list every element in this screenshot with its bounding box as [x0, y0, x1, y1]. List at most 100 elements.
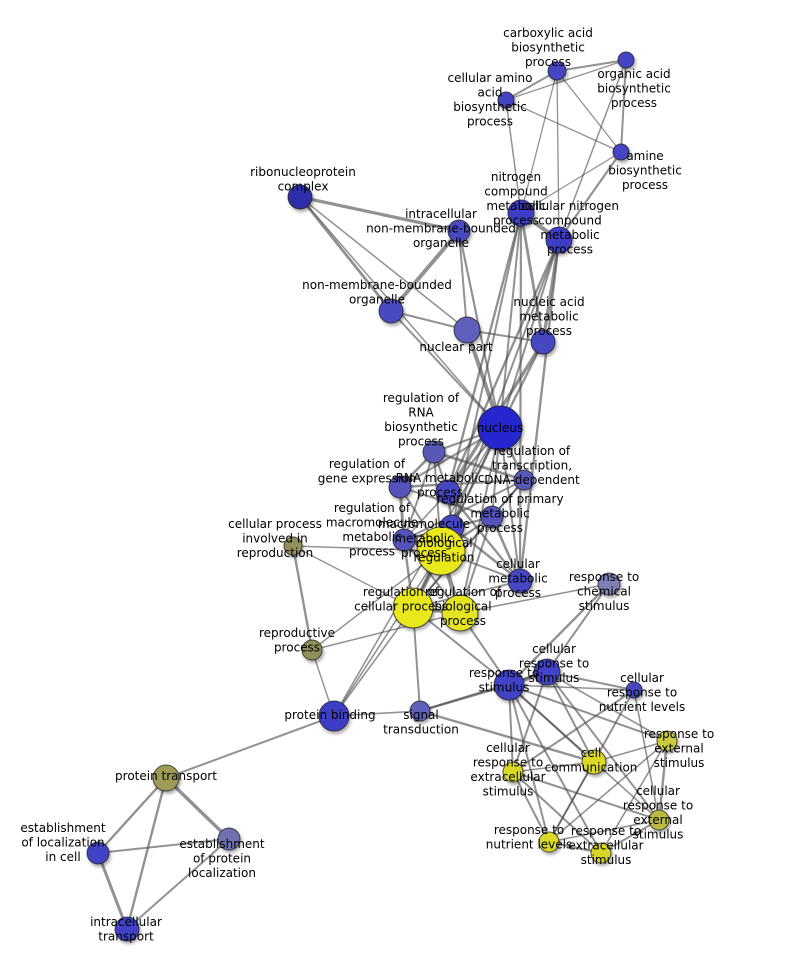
node-nitrogen[interactable]: nitrogen compound metabolic process	[507, 199, 535, 227]
node-cell_comm[interactable]: cell communication	[581, 749, 607, 775]
edge-organic-amine	[620, 59, 627, 153]
edge-cell_resp_nl-cell_resp_extr	[512, 689, 635, 773]
edge-resp_stim-resp_chem	[507, 582, 611, 687]
node-intra_trans[interactable]: intracellular transport	[114, 916, 140, 942]
edge-cpir-repro	[291, 544, 314, 652]
node-carboxylic[interactable]: carboxylic acid biosynthetic process	[547, 61, 567, 81]
node-nmbo[interactable]: non-membrane-bounded organelle	[378, 298, 404, 324]
edge-cell_resp_stim-cell_comm	[546, 671, 595, 763]
edge-organic-cell_amino	[505, 59, 627, 101]
edge-cell_resp_stim-cell_resp_nl	[546, 671, 635, 691]
node-resp_nl[interactable]: response to nutrient levels	[538, 831, 560, 853]
node-nucleus[interactable]: nucleus	[477, 405, 523, 451]
node-label-nuclear_part: nuclear part	[419, 340, 493, 354]
node-cell_amino[interactable]: cellular amino acid biosynthetic process	[497, 91, 515, 109]
node-resp_stim[interactable]: response to stimulus	[493, 669, 525, 701]
node-est_loc[interactable]: establishment of localization in cell	[86, 841, 110, 865]
edge-nitrogen-nucleus	[499, 212, 522, 429]
node-bio_reg[interactable]: biological regulation	[416, 526, 466, 576]
edges-layer	[96, 59, 669, 931]
node-cpir[interactable]: cellular process involved in reproductio…	[283, 536, 303, 556]
node-reg_mm[interactable]: regulation of macromolecule metabolic pr…	[392, 528, 416, 552]
edge-prot_trans-est_prot	[164, 776, 231, 841]
node-cell_nitrogen[interactable]: cellular nitrogen compound metabolic pro…	[545, 226, 573, 254]
edge-cell_comm-resp_ext	[593, 740, 668, 763]
edge-est_loc-intra_trans	[96, 851, 129, 931]
node-rnp[interactable]: ribonucleoprotein complex	[287, 184, 313, 210]
node-cell_resp_stim[interactable]: cellular response to stimulus	[533, 658, 561, 686]
node-cell_resp_ext[interactable]: cellular response to external stimulus	[648, 809, 670, 831]
edge-cell_amino-amine	[505, 99, 622, 153]
edge-reg_rna-reg_mm	[403, 451, 435, 541]
edge-cpir-reg_cp	[292, 545, 414, 609]
node-cell_resp_nl[interactable]: cellular response to nutrient levels	[625, 681, 643, 699]
node-amine[interactable]: amine biosynthetic process	[612, 143, 630, 161]
node-nam[interactable]: nucleic acid metabolic process	[530, 329, 556, 355]
node-intra_nmbo[interactable]: intracellular non-membrane-bounded organ…	[447, 219, 471, 243]
node-label-prot_bind: protein binding	[284, 708, 375, 722]
node-resp_ext[interactable]: response to external stimulus	[656, 730, 678, 752]
node-repro[interactable]: reproductive process	[301, 639, 323, 661]
edge-cell_nitrogen-cell_met	[518, 238, 561, 583]
edge-cell_comm-cell_resp_extr	[512, 761, 595, 773]
edge-resp_nl-cell_resp_ext	[548, 819, 660, 843]
node-reg_pm[interactable]: regulation of primary metabolic process	[480, 505, 504, 529]
edge-organic-cell_nitrogen	[558, 59, 627, 241]
node-prot_bind[interactable]: protein binding	[318, 700, 350, 732]
node-reg_cp[interactable]: regulation of cellular process	[392, 587, 434, 629]
edge-resp_stim-resp_nl	[508, 684, 550, 843]
node-label-nucleus: nucleus	[477, 421, 523, 435]
edge-cell_resp_extr-resp_nl	[512, 771, 550, 843]
edge-rnp-nuclear_part	[299, 196, 468, 331]
node-est_prot[interactable]: establishment of protein localization	[217, 827, 241, 851]
edge-resp_ext-cell_resp_ext	[657, 739, 669, 822]
edge-intra_nmbo-nmbo	[389, 229, 461, 313]
edge-intra_nmbo-nuclear_part	[458, 230, 468, 331]
node-rna_met[interactable]: RNA metabolic process	[435, 479, 461, 505]
node-resp_chem[interactable]: response to chemical stimulus	[597, 572, 621, 596]
edge-resp_stim-cell_resp_nl	[508, 684, 635, 691]
node-reg_tx[interactable]: regulation of transcription, DNA-depende…	[513, 469, 535, 491]
node-organic[interactable]: organic acid biosynthetic process	[617, 51, 635, 69]
node-cell_met[interactable]: cellular metabolic process	[507, 568, 533, 594]
edge-amine-nitrogen	[520, 151, 622, 214]
edge-resp_ext-resp_extr	[600, 740, 668, 854]
node-sig_trans[interactable]: signal transduction	[409, 700, 431, 722]
edge-carboxylic-cell_amino	[505, 70, 558, 101]
node-prot_trans[interactable]: protein transport	[152, 764, 180, 792]
node-reg_bp[interactable]: regulation of biological process	[441, 594, 479, 632]
node-reg_ge[interactable]: regulation of gene expression	[388, 475, 412, 499]
edge-cell_nitrogen-rna_met	[446, 238, 561, 494]
node-resp_extr[interactable]: response to extracellular stimulus	[590, 842, 612, 864]
node-nuclear_part[interactable]: nuclear part	[453, 316, 481, 344]
edge-nitrogen-rna_met	[446, 211, 523, 494]
node-cell_resp_extr[interactable]: cellular response to extracellular stimu…	[502, 761, 524, 783]
node-reg_rna[interactable]: regulation of RNA biosynthetic process	[422, 440, 446, 464]
edge-repro-reg_bp	[311, 612, 461, 651]
edge-prot_bind-prot_trans	[165, 715, 335, 779]
edge-cpir-bio_reg	[292, 545, 442, 552]
edge-prot_trans-est_loc	[96, 776, 168, 855]
